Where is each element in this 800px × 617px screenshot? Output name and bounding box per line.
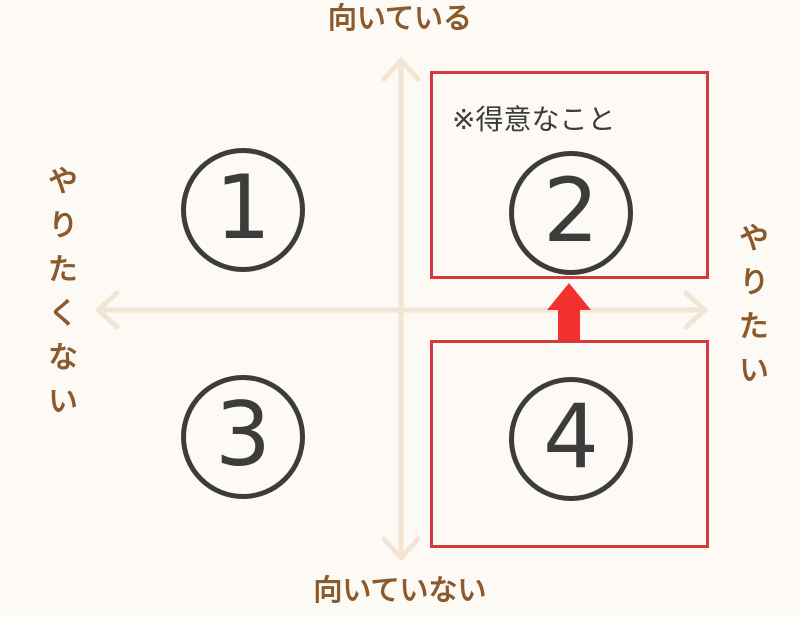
up-arrow-shape [547, 283, 591, 342]
quadrant-2-number-text: 2 [543, 159, 599, 262]
vertical-axis-bottom-arrowhead [381, 536, 421, 561]
vertical-axis-top-arrowhead [381, 57, 421, 82]
quadrant-1-number-text: 1 [215, 156, 271, 259]
highlight-box-quadrant-2 [430, 71, 709, 279]
horizontal-axis-right-arrowhead [683, 290, 708, 330]
quadrant-4-number: 4 [509, 377, 633, 501]
note-label: ※得意なこと [452, 103, 616, 136]
quadrant-3-number-text: 3 [215, 383, 271, 486]
quadrant-4-number-text: 4 [543, 385, 599, 488]
axis-label-bottom: 向いていない [313, 573, 487, 607]
horizontal-axis-left-arrowhead [95, 290, 120, 330]
highlight-box-quadrant-4 [430, 340, 709, 548]
quadrant-1-number: 1 [181, 148, 305, 272]
axis-label-left: やりたくない [42, 165, 77, 429]
axis-label-top: 向いている [327, 1, 473, 35]
axis-label-right: やりたい [733, 222, 768, 398]
quadrant-2-number: 2 [509, 151, 633, 275]
quadrant-3-number: 3 [181, 375, 305, 499]
